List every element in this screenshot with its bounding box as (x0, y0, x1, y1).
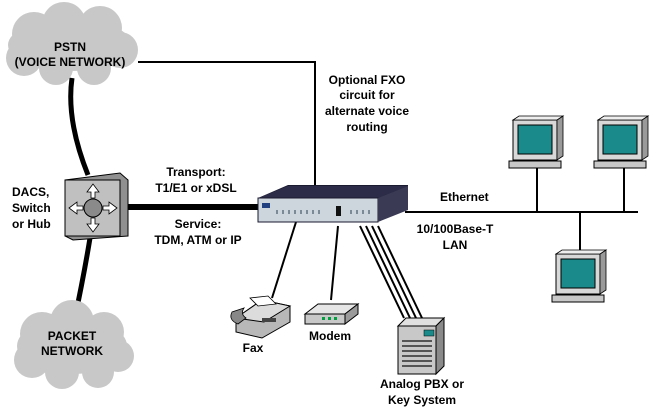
pstn-to-dacs-line (68, 77, 91, 176)
pstn-label: PSTN (54, 40, 86, 54)
modem: Modem (303, 302, 360, 343)
dacs-label-3: or Hub (12, 217, 51, 231)
router-icon (257, 185, 408, 223)
pbx-line-4 (377, 225, 423, 319)
packet-label: PACKET (48, 329, 97, 343)
service-label: Service: (175, 217, 222, 231)
pbx-line-2 (365, 225, 411, 319)
pbx-system: Analog PBX or Key System (380, 316, 464, 407)
transport-value: T1/E1 or xDSL (155, 181, 236, 195)
modem-line (330, 225, 339, 301)
dacs-label-1: DACS, (12, 185, 49, 199)
dacs-label-2: Switch (12, 201, 51, 215)
fxo-label-2: circuit for (339, 88, 395, 102)
connections (68, 61, 638, 323)
modem-icon (303, 302, 360, 326)
fax-machine: Fax (230, 295, 292, 355)
pbx-label-1: Analog PBX or (380, 377, 464, 391)
computer-1 (508, 115, 565, 169)
service-value: TDM, ATM or IP (154, 233, 241, 247)
access-device (257, 185, 408, 223)
fxo-label-1: Optional FXO (329, 73, 406, 87)
computer-icon (551, 249, 608, 303)
modem-label: Modem (309, 329, 351, 343)
fxo-line (138, 61, 316, 192)
pstn-cloud: PSTN (VOICE NETWORK) (6, 2, 138, 85)
cloud-icon (6, 2, 138, 85)
fax-icon (230, 295, 292, 339)
fax-line (271, 221, 297, 299)
fxo-label-4: routing (346, 120, 387, 134)
dacs-switch: DACS, Switch or Hub (12, 172, 129, 241)
computer-icon (593, 115, 650, 169)
computer-icon (508, 115, 565, 169)
ethernet-label: Ethernet (440, 190, 489, 204)
computer-3 (551, 249, 608, 303)
pbx-line-3 (371, 225, 417, 319)
fax-label: Fax (243, 341, 264, 355)
lan-label-2: LAN (443, 238, 468, 252)
cloud-icon (14, 300, 134, 389)
pbx-line-1 (359, 225, 405, 319)
pstn-sublabel: (VOICE NETWORK) (15, 55, 126, 69)
lan-label-1: 10/100Base-T (417, 222, 494, 236)
fxo-label-3: alternate voice (325, 104, 409, 118)
packet-sublabel: NETWORK (41, 344, 103, 358)
pbx-label-2: Key System (388, 393, 456, 407)
transport-label: Transport: (166, 165, 225, 179)
computer-2 (593, 115, 650, 169)
switch-icon (64, 172, 129, 241)
packet-network-cloud: PACKET NETWORK (14, 300, 134, 389)
pbx-icon (396, 316, 446, 376)
